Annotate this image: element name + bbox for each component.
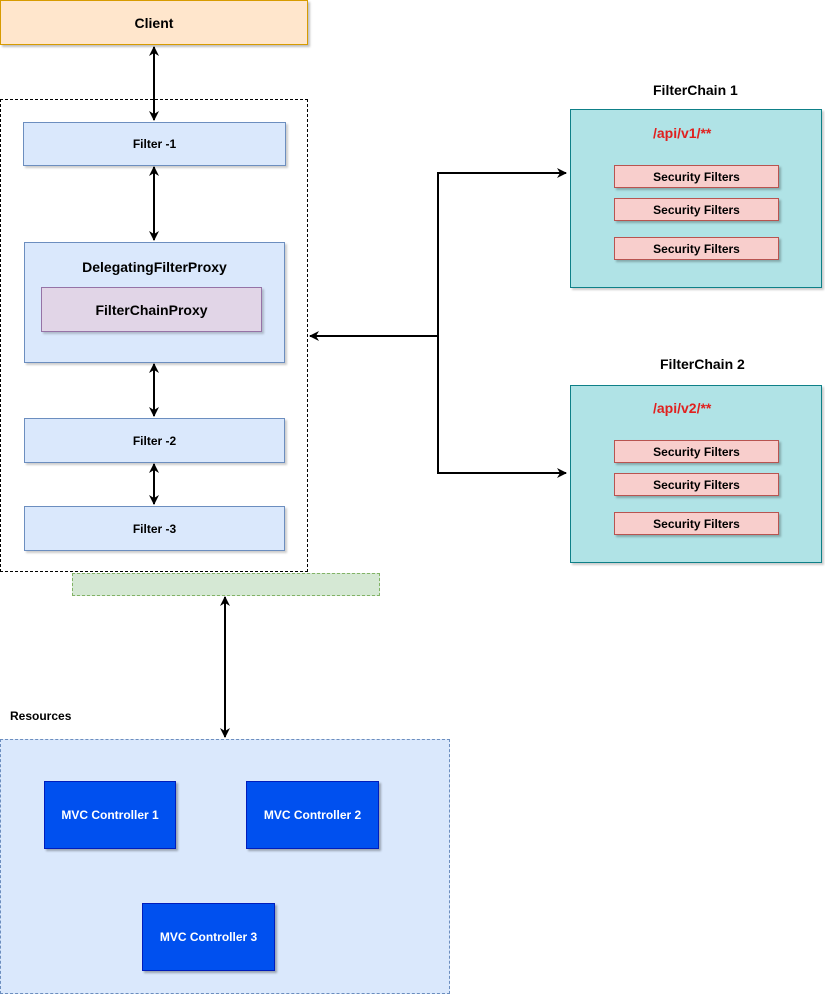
filter-chain-2-pattern: /api/v2/** [653, 400, 712, 416]
filter-3-label: Filter -3 [132, 521, 177, 536]
resources-label: Resources [10, 709, 72, 723]
security-filter-label: Security Filters [653, 241, 740, 256]
filter-2-label: Filter -2 [132, 433, 177, 448]
delegating-filter-proxy-label: DelegatingFilterProxy [82, 259, 227, 275]
filter-chain-1-title: FilterChain 1 [653, 82, 738, 98]
filter-chain-2-security-filter-1: Security Filters [614, 440, 779, 463]
mvc-controller-1-box: MVC Controller 1 [44, 781, 176, 849]
filter-chain-1-security-filter-3: Security Filters [614, 237, 779, 260]
mvc-controller-3-box: MVC Controller 3 [142, 903, 275, 971]
mvc-controller-3-label: MVC Controller 3 [159, 930, 258, 944]
filter-2-box: Filter -2 [24, 418, 285, 463]
mvc-controller-1-label: MVC Controller 1 [61, 808, 159, 822]
security-filter-label: Security Filters [653, 444, 740, 459]
security-filter-label: Security Filters [653, 202, 740, 217]
filter-chain-proxy-label: FilterChainProxy [95, 301, 208, 318]
client-label: Client [134, 14, 174, 31]
mvc-controller-2-label: MVC Controller 2 [263, 808, 362, 822]
security-filter-label: Security Filters [653, 516, 740, 531]
arrow-branch-chain2 [437, 336, 567, 478]
filter-chain-proxy-box: FilterChainProxy [41, 287, 262, 332]
filter-chain-2-security-filter-3: Security Filters [614, 512, 779, 535]
filter-1-box: Filter -1 [23, 122, 286, 166]
arrow-branch-chain1 [437, 168, 567, 336]
filter-chain-2-title: FilterChain 2 [660, 356, 745, 372]
dispatcher-bridge-bar [72, 573, 380, 596]
filter-1-label: Filter -1 [132, 137, 177, 151]
filter-chain-1-pattern: /api/v1/** [653, 125, 712, 141]
filter-chain-1-security-filter-1: Security Filters [614, 165, 779, 188]
filter-chain-2-security-filter-2: Security Filters [614, 473, 779, 496]
filter-3-box: Filter -3 [24, 506, 285, 551]
security-filter-label: Security Filters [653, 169, 740, 184]
mvc-controller-2-box: MVC Controller 2 [246, 781, 379, 849]
client-box: Client [0, 0, 308, 45]
security-filter-label: Security Filters [653, 477, 740, 492]
filter-chain-1-security-filter-2: Security Filters [614, 198, 779, 221]
